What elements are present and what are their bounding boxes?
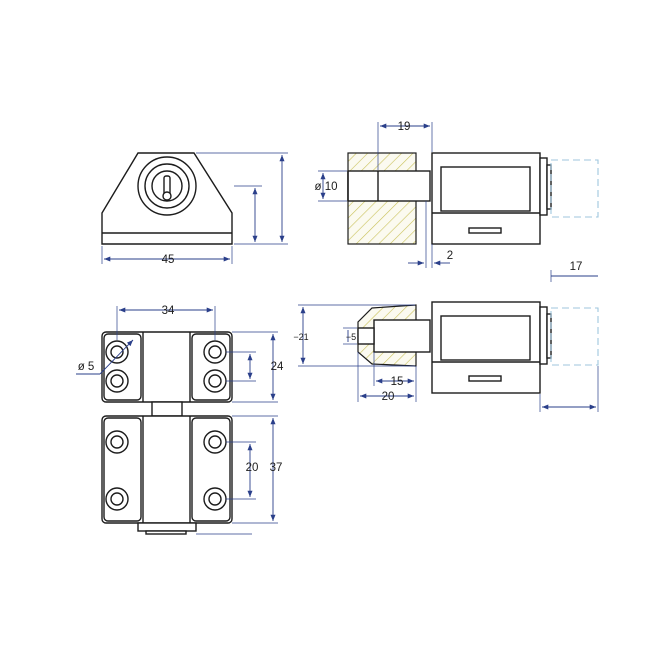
lock-cap	[539, 157, 548, 216]
keyhole-bottom	[162, 191, 172, 201]
lock-inner-window-2	[440, 315, 531, 361]
ghost-extension	[550, 159, 599, 218]
dim-gap: 2	[447, 250, 453, 262]
lock-cap-end	[546, 164, 552, 210]
dim-lower-hole-spacing: 20	[246, 462, 259, 474]
ghost-extension-2	[550, 307, 599, 366]
top-view: 34 ø 5 24 20 37	[76, 305, 284, 535]
bolt-slot	[347, 170, 431, 202]
dim-inner-diameter: −5	[346, 332, 356, 342]
dim-upper-block: 24	[271, 361, 284, 373]
lock-tab	[468, 227, 502, 234]
front-view: 45	[101, 152, 288, 266]
dim-bolt-diameter: ø 10	[314, 181, 337, 193]
bushing-inner	[357, 327, 375, 345]
dim-ghost-travel: 17	[570, 261, 583, 273]
side-view-bottom: −21 −5 15 20	[293, 301, 599, 412]
dim-hole-diameter: ø 5	[78, 361, 95, 373]
dim-lower-block: 37	[270, 462, 283, 474]
lock-cap-2	[539, 306, 548, 365]
neck	[151, 401, 183, 417]
lock-tab-2	[468, 375, 502, 382]
lock-inner-window	[440, 166, 531, 212]
side-view-top: 19 ø 10 2 17	[314, 121, 599, 282]
dim-front-width: 45	[162, 254, 175, 266]
dim-hole-spacing: 34	[162, 305, 175, 317]
bushing-bore	[373, 319, 431, 353]
dim-outer-diameter: −21	[293, 332, 308, 342]
bottom-plate	[137, 522, 197, 532]
dim-top-width: 19	[398, 121, 411, 133]
dim-depth-20: 20	[382, 391, 395, 403]
dim-depth-15: 15	[391, 376, 404, 388]
